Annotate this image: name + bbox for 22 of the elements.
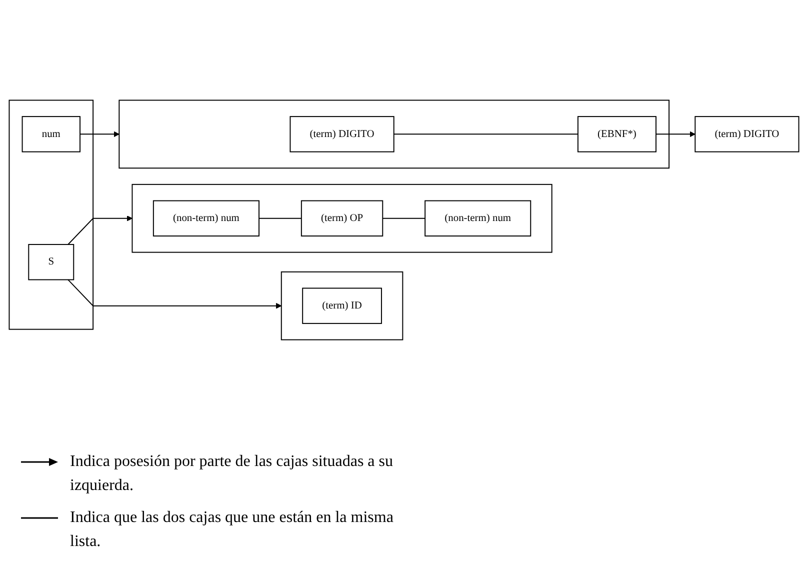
cluster [132,184,552,253]
node-box: (term) ID [302,288,382,324]
legend-text: Indica posesión por parte de las cajas situadas a su izquierda. [70,452,394,496]
connector [258,218,302,219]
node-box: S [28,244,74,280]
node-box: num [22,116,80,152]
arrow [656,131,696,138]
cluster [8,100,94,330]
node-box: (EBNF*) [577,116,656,152]
connector [393,134,578,135]
cluster [280,271,404,340]
node-box: (term) OP [300,200,384,236]
node-box: (non-term) num [152,200,260,236]
arrow [80,131,120,138]
node-box: (term) DIGITO [290,116,394,152]
legend-text: Indica que las dos cajas que une están en la misma lista. [70,508,394,552]
node-box: (non-term) num [424,200,532,236]
arrow [68,279,282,309]
node-box: (term) DIGITO [694,116,800,152]
connector [382,218,426,219]
cluster [118,100,670,169]
arrow [68,216,132,245]
